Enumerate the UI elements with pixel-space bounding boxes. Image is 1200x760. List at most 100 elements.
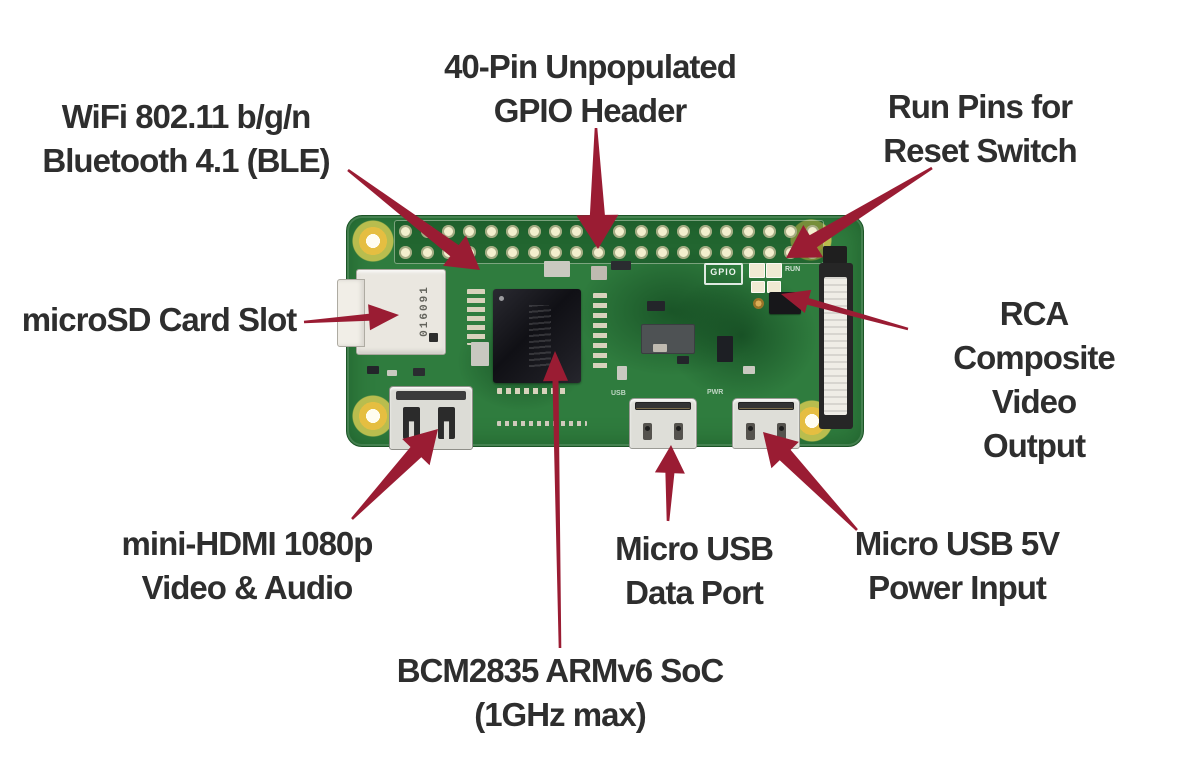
composite-video-pad [753,298,764,309]
power-management-chip [641,324,695,354]
gpio-pin-hole [441,225,455,238]
smd-component [387,370,397,376]
gpio-pin-hole [591,246,605,259]
gpio-pin-hole [591,225,605,238]
run-silkscreen-label: RUN [785,266,801,273]
run-pin-pad [751,281,765,293]
usb-silkscreen-label: USB [611,390,626,397]
microsd-logo-mark [429,333,438,342]
gpio-pin-hole [441,246,455,259]
gpio-pin-hole [698,246,712,259]
gpio-pin-hole [463,225,477,238]
gpio-pin-hole [527,246,541,259]
gpio-pin-hole [655,225,669,238]
run-pin-pad [749,263,765,278]
gpio-pin-hole [805,225,819,238]
smd-component [611,261,631,270]
microsd-card [337,279,365,347]
mini-hdmi-port [389,386,473,450]
gpio-pin-hole [784,246,798,259]
gpio-pin-hole [655,246,669,259]
micro-usb-power-port [732,398,800,449]
gpio-silkscreen-label: GPIO [704,263,743,285]
gpio-pin-hole [463,246,477,259]
gpio-pin-hole [634,225,648,238]
usb-data-arrow [654,445,685,522]
smd-component [647,301,665,311]
gpio-pin-hole [420,246,434,259]
tv-out-component [769,292,801,314]
micro-usb-data-port [629,398,697,449]
smd-component [497,421,587,426]
microsd-slot [356,269,446,355]
gpio-pin-hole [784,225,798,238]
gpio-header-pins [394,220,824,264]
gpio-pin-hole [677,225,691,238]
gpio-pin-hole [506,225,520,238]
raspberry-pi-zero-board: 016091 GPIO RUN USB [337,215,864,450]
label-rca-video: RCA Composite Video Output [953,295,1116,464]
gpio-pin-hole [805,246,819,259]
label-soc: BCM2835 ARMv6 SoC (1GHz max) [396,652,725,733]
label-mini-hdmi: mini-HDMI 1080p Video & Audio [121,525,374,606]
soc-chip [493,289,581,383]
smd-component [677,356,689,364]
gpio-pin-hole [613,246,627,259]
smd-component [367,366,379,374]
smd-component [413,368,425,376]
hdmi-slot [403,407,420,439]
gpio-pin-hole [548,246,562,259]
gpio-pin-hole [677,246,691,259]
smd-component [593,293,607,369]
camera-connector [819,263,853,429]
usb-anchor [674,423,683,440]
smd-component [591,266,607,280]
gpio-pin-hole [484,246,498,259]
gpio-pin-hole [399,246,413,259]
camera-connector-latch [823,246,847,264]
smd-component [743,366,755,374]
smd-component [471,342,489,366]
label-usb-power: Micro USB 5V Power Input [854,525,1060,606]
gpio-pin-hole [698,225,712,238]
smd-component [544,261,570,277]
run-pin-pad [766,263,782,278]
gpio-pin-hole [420,225,434,238]
gpio-pin-hole [762,225,776,238]
label-wifi-bluetooth: WiFi 802.11 b/g/n Bluetooth 4.1 (BLE) [42,98,330,179]
usb-contact-bar [635,402,691,410]
camera-ribbon [824,277,847,415]
gpio-pin-hole [548,225,562,238]
gpio-pin-hole [570,246,584,259]
usb-anchor [777,423,786,440]
gpio-pin-hole [506,246,520,259]
gpio-pin-hole [484,225,498,238]
hdmi-slot [438,407,455,439]
gpio-pin-hole [527,225,541,238]
gpio-pin-hole [741,246,755,259]
smd-component [717,336,733,362]
soc-die-marking [529,305,551,369]
usb-contact-bar [738,402,794,410]
gpio-pin-hole [613,225,627,238]
smd-component [617,366,627,380]
smd-component [467,289,485,345]
hdmi-contact-bar [396,391,466,400]
gpio-pin-hole [720,246,734,259]
gpio-pin-hole [762,246,776,259]
label-usb-data: Micro USB Data Port [615,530,774,611]
pwr-silkscreen-label: PWR [707,389,724,396]
gpio-pin-hole [570,225,584,238]
gpio-pin-hole [741,225,755,238]
gpio-pin-hole [720,225,734,238]
gpio-pin-hole [399,225,413,238]
smd-component [653,344,667,352]
label-run-pins: Run Pins for Reset Switch [883,88,1077,169]
label-microsd: microSD Card Slot [21,301,298,338]
label-gpio-header: 40-Pin Unpopulated GPIO Header [444,48,737,129]
usb-anchor [643,423,652,440]
gpio-pin-hole [634,246,648,259]
usb-anchor [746,423,755,440]
smd-component [497,388,567,394]
